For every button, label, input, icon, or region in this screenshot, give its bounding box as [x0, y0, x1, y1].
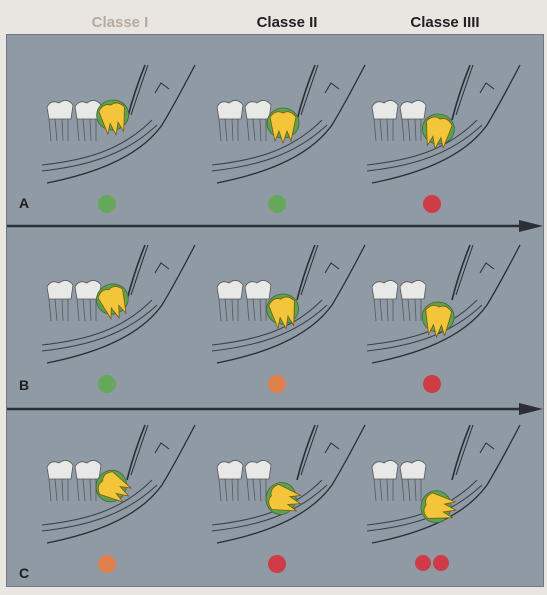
molar-tooth [372, 460, 398, 501]
mandibular-canal-line [212, 125, 327, 171]
mandibular-canal-line [42, 305, 157, 351]
jaw-line [217, 425, 365, 543]
molar-tooth [47, 280, 73, 321]
cell-b-2 [197, 245, 357, 395]
tooth-illustration [27, 425, 187, 545]
molar-tooth [217, 100, 243, 141]
tooth-illustration [197, 65, 357, 185]
indicator-dot-red [423, 375, 441, 393]
cell-c-3 [352, 425, 512, 575]
ramus-line [127, 65, 145, 120]
ramus-line [131, 65, 148, 115]
mandibular-canal-line [212, 120, 322, 165]
indicator-dot-red [415, 555, 431, 571]
coronoid-line [480, 83, 494, 93]
tooth-illustration [352, 425, 512, 545]
ramus-line [297, 425, 315, 480]
ramus-line [297, 65, 315, 120]
molar-tooth [372, 280, 398, 321]
ramus-line [131, 425, 148, 475]
molar-tooth [47, 100, 73, 141]
molar-tooth [245, 280, 271, 321]
indicator-dot-red [423, 195, 441, 213]
mandibular-canal-line [42, 300, 152, 345]
ramus-line [452, 65, 470, 120]
row-a: A [7, 35, 543, 219]
cell-a-3 [352, 65, 512, 215]
column-title-classe-1: Classe I [40, 14, 200, 31]
column-title-classe-2: Classe II [207, 14, 367, 31]
mandibular-canal-line [367, 120, 477, 165]
ramus-line [301, 65, 318, 115]
cell-c-2 [197, 425, 357, 575]
indicator-dot-green [98, 195, 116, 213]
indicator-dot-green [98, 375, 116, 393]
ramus-line [452, 245, 470, 300]
classification-panel: A B C [6, 34, 544, 587]
ramus-line [131, 245, 148, 295]
jaw-line [372, 425, 520, 543]
indicator-dot-orange [268, 375, 286, 393]
cell-a-2 [197, 65, 357, 215]
tooth-illustration [27, 65, 187, 185]
indicator-dot-red [433, 555, 449, 571]
ramus-line [452, 425, 470, 480]
indicator-dot-green [268, 195, 286, 213]
coronoid-line [480, 263, 494, 273]
molar-tooth [217, 280, 243, 321]
third-molar [419, 111, 457, 151]
coronoid-line [325, 83, 339, 93]
ramus-line [301, 425, 318, 475]
ramus-line [127, 425, 145, 480]
coronoid-line [155, 263, 169, 273]
ramus-line [456, 425, 473, 475]
molar-tooth [400, 100, 426, 141]
coronoid-line [480, 443, 494, 453]
coronoid-line [155, 443, 169, 453]
row-label-a: A [19, 195, 29, 211]
mandibular-canal-line [42, 125, 157, 171]
mandibular-canal-line [42, 120, 152, 165]
tooth-illustration [352, 245, 512, 365]
ramus-line [456, 65, 473, 115]
indicator-dot-orange [98, 555, 116, 573]
cell-b-1 [27, 245, 187, 395]
coronoid-line [155, 83, 169, 93]
cell-a-1 [27, 65, 187, 215]
tooth-illustration [197, 245, 357, 365]
third-molar [264, 291, 302, 331]
ramus-line [297, 245, 315, 300]
cell-c-1 [27, 425, 187, 575]
tooth-illustration [352, 65, 512, 185]
coronoid-line [325, 443, 339, 453]
row-label-c: C [19, 565, 29, 581]
row-b: B [7, 225, 543, 409]
tooth-illustration [27, 245, 187, 365]
molar-tooth [75, 100, 101, 141]
ramus-line [456, 245, 473, 295]
molar-tooth [217, 460, 243, 501]
molar-tooth [47, 460, 73, 501]
indicator-dot-red [268, 555, 286, 573]
molar-tooth [372, 100, 398, 141]
row-label-b: B [19, 377, 29, 393]
ramus-line [301, 245, 318, 295]
third-molar [267, 108, 299, 143]
cell-b-3 [352, 245, 512, 395]
mandibular-canal-line [367, 300, 477, 345]
molar-tooth [400, 460, 426, 501]
column-title-classe-3: Classe IIII [365, 14, 525, 31]
tooth-illustration [197, 425, 357, 545]
coronoid-line [325, 263, 339, 273]
row-c: C [7, 411, 543, 595]
ramus-line [127, 245, 145, 300]
